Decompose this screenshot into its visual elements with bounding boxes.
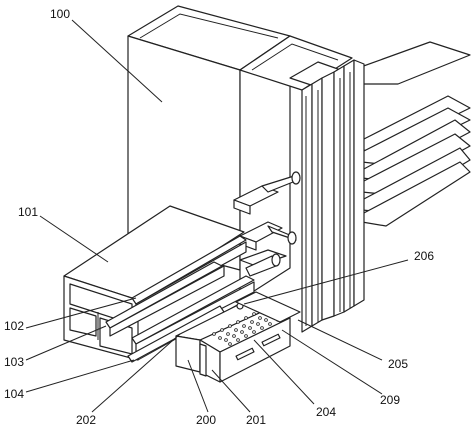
mounting-brackets	[233, 171, 301, 277]
label-103: 103	[4, 355, 24, 369]
label-204: 204	[316, 405, 336, 419]
reference-labels: 100 101 102 103 104 202 200 201 204 209 …	[4, 7, 434, 427]
label-104: 104	[4, 387, 24, 401]
label-206: 206	[414, 249, 434, 263]
main-column	[127, 5, 365, 333]
label-100: 100	[50, 7, 70, 21]
leader-lines	[25, 19, 409, 413]
label-205: 205	[388, 357, 408, 371]
label-202: 202	[76, 413, 96, 427]
collection-box	[175, 291, 301, 383]
label-209: 209	[380, 393, 400, 407]
label-201: 201	[246, 413, 266, 427]
perforation-holes	[212, 308, 280, 346]
lower-profile	[63, 205, 255, 363]
fin-stack	[357, 41, 471, 227]
label-200: 200	[196, 413, 216, 427]
label-102: 102	[4, 319, 24, 333]
label-101: 101	[18, 205, 38, 219]
